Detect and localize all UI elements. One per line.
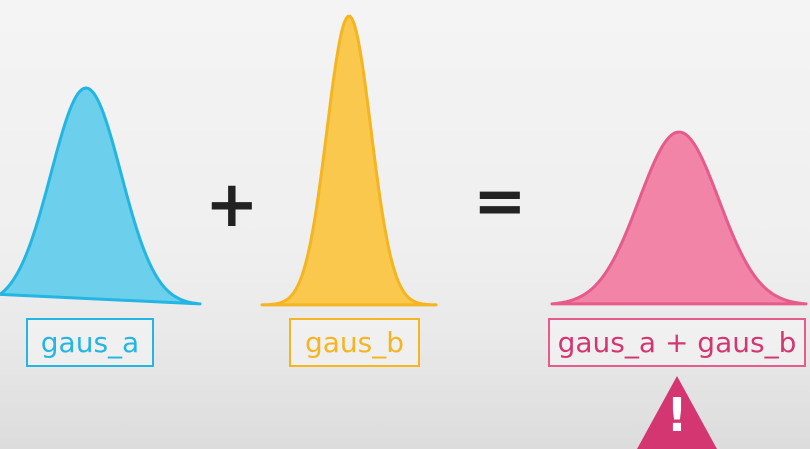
warning-triangle-icon (637, 376, 717, 449)
gaussian-b-curve (260, 14, 438, 307)
warning-exclamation-icon: ! (666, 388, 688, 442)
plus-operator: + (205, 168, 259, 242)
gaus-b-label-text: gaus_b (304, 326, 405, 359)
equals-operator: = (473, 165, 527, 239)
gaus-a-label: gaus_a (26, 318, 154, 367)
gaussian-a-curve (0, 86, 202, 306)
gaus-a-label-text: gaus_a (40, 326, 140, 359)
gaus-sum-label-text: gaus_a + gaus_b (557, 326, 797, 359)
gaus-sum-label: gaus_a + gaus_b (548, 318, 806, 367)
gaus-b-label: gaus_b (289, 318, 420, 367)
gaussian-sum-curve (550, 130, 808, 306)
